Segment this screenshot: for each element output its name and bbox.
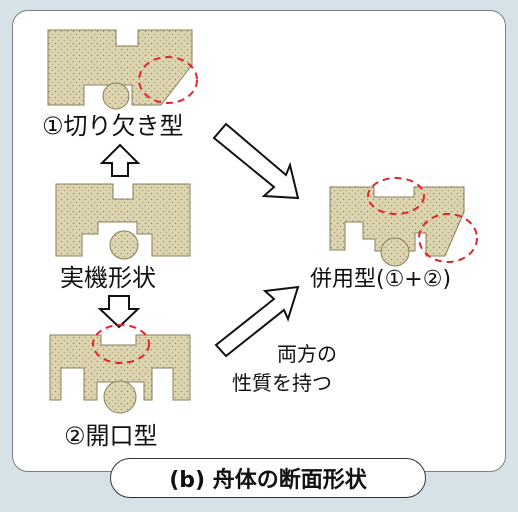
note-line-2: 性質を持つ [232,371,332,395]
hollow-diagonal-arrow-icon [212,122,300,200]
combined-type-label: 併用型(①+②) [307,267,455,293]
note-line-1: 両方の [277,342,337,366]
notch-highlight-circle [138,56,198,104]
combined-type-section [329,177,478,267]
combined-opening-highlight-circle [367,177,425,215]
hollow-diagonal-arrow-icon-2 [214,285,300,358]
notch-type-label: ①切り欠き型 [39,112,187,140]
notch-type-section [47,29,198,110]
opening-highlight-circle [92,324,150,364]
opening-type-section [49,324,191,414]
hollow-down-arrow-icon [97,295,141,329]
actual-shape-section [55,183,191,260]
combined-notch-highlight-circle [418,213,478,263]
opening-type-label: ②開口型 [61,422,161,450]
figure-caption: (b) 舟体の断面形状 [110,458,426,498]
caption-text: (b) 舟体の断面形状 [169,468,367,493]
hollow-up-arrow-icon [99,143,141,177]
actual-shape-label: 実機形状 [57,264,159,292]
